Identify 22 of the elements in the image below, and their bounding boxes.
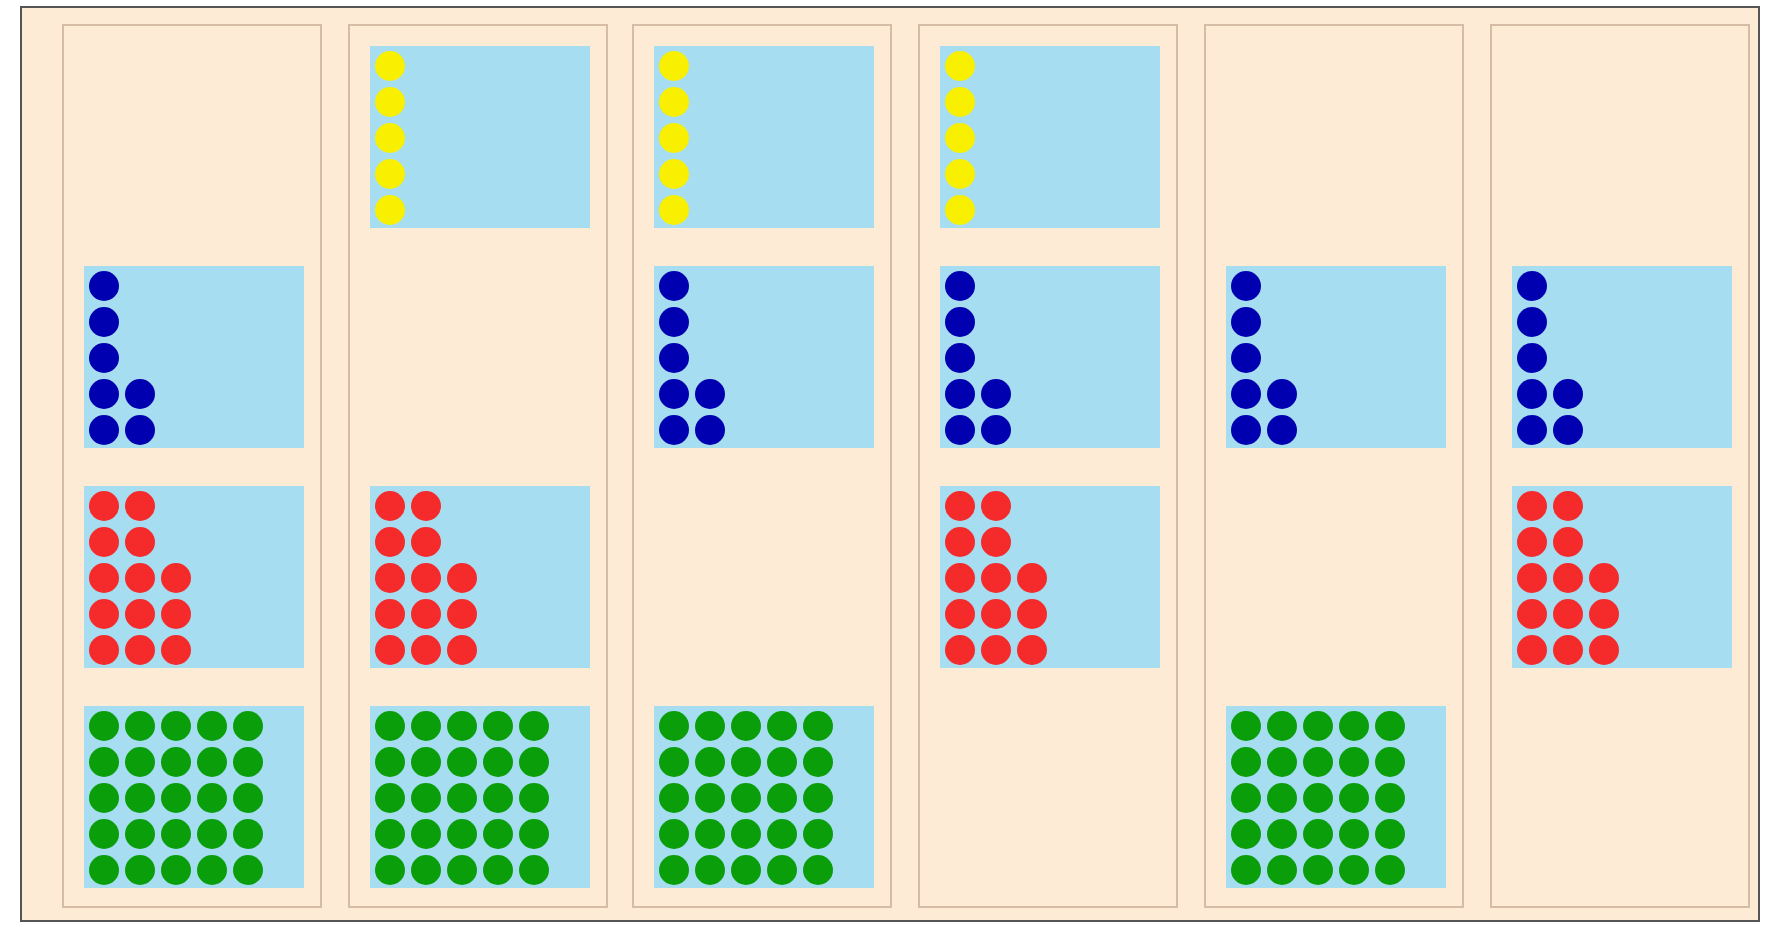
counter-tray [84, 266, 304, 448]
column-panel [348, 24, 608, 908]
column-panel [632, 24, 892, 908]
column-panel [1490, 24, 1750, 908]
counter-tray [370, 46, 590, 228]
counter-tray [654, 706, 874, 888]
counter-tray [370, 486, 590, 668]
counter-tray [654, 46, 874, 228]
counter-tray [940, 486, 1160, 668]
counter-tray [654, 266, 874, 448]
counter-tray [84, 486, 304, 668]
counter-tray [1226, 706, 1446, 888]
counter-tray [1226, 266, 1446, 448]
counter-tray [940, 266, 1160, 448]
column-panel [1204, 24, 1464, 908]
counter-tray [84, 706, 304, 888]
column-panel [918, 24, 1178, 908]
counter-tray [370, 706, 590, 888]
counter-tray [940, 46, 1160, 228]
counter-tray [1512, 486, 1732, 668]
counter-tray [1512, 266, 1732, 448]
column-panel [62, 24, 322, 908]
